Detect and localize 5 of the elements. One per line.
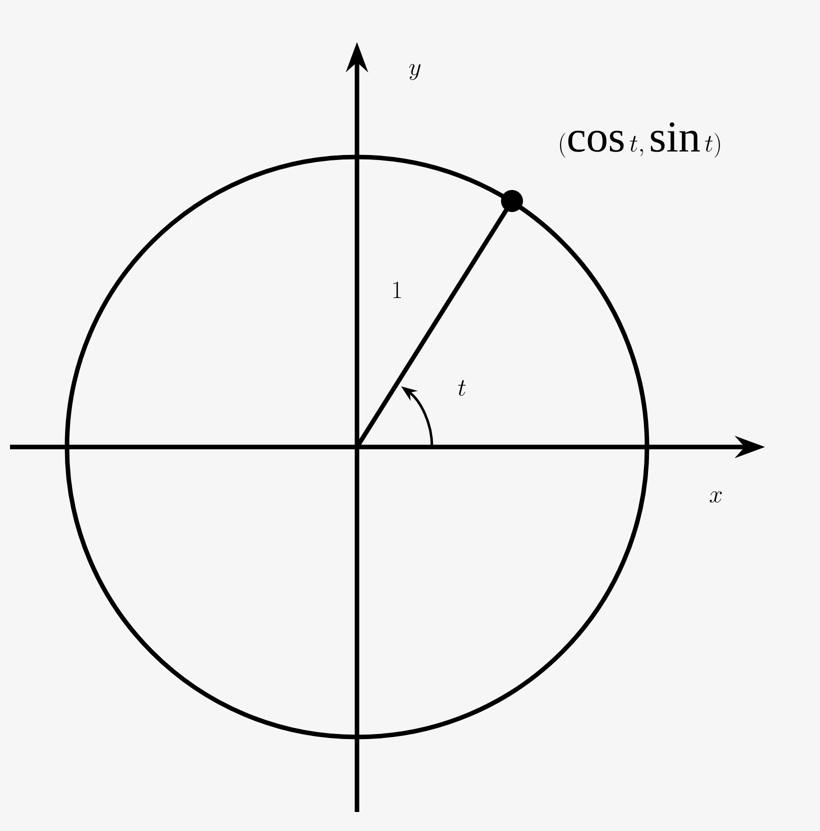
axis-label: $x$ (710, 491, 722, 503)
axis-label: $y$ (409, 64, 420, 80)
axis-label: $1$ (393, 282, 401, 298)
axis-label: $(\cos t, \sin t)$ (560, 122, 720, 158)
axis-label: $t$ (458, 380, 466, 396)
